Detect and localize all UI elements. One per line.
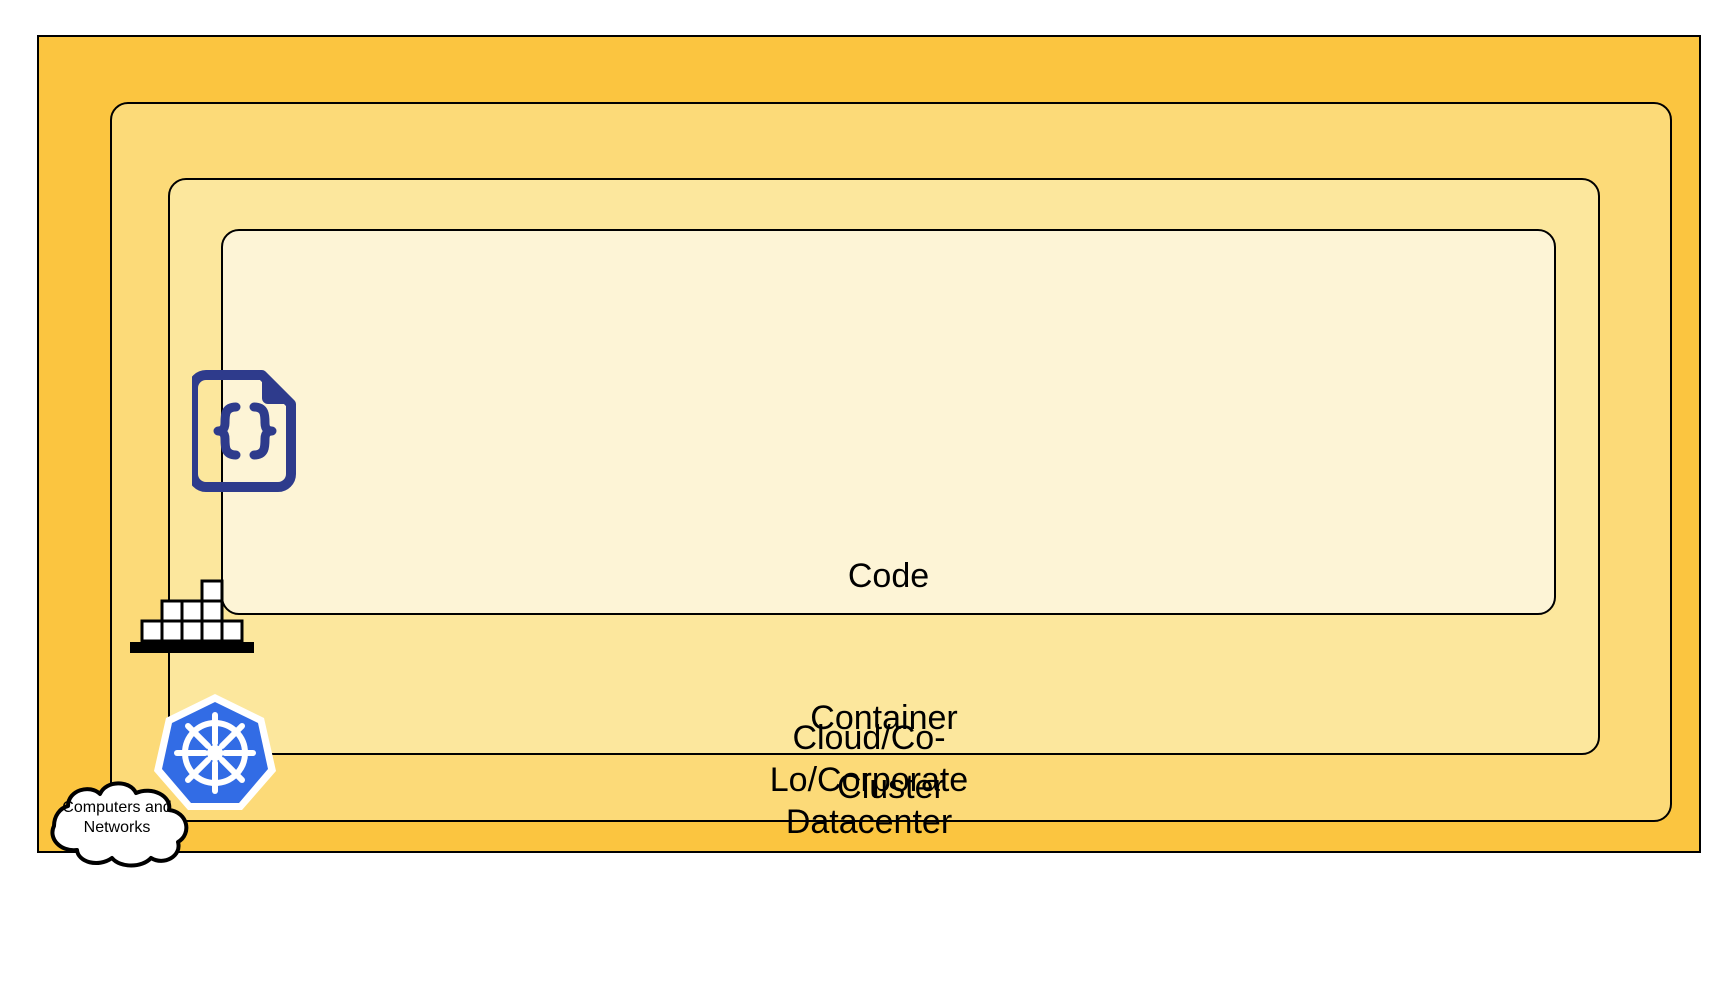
cloud-callout-label: Computers and Networks xyxy=(44,798,190,838)
layer-label-container: Container xyxy=(810,699,958,737)
kubernetes-icon xyxy=(154,691,276,813)
layer-cluster[interactable]: Code Container xyxy=(110,102,1672,822)
cloud-callout-line-1: Computers and xyxy=(62,799,172,816)
layer-label-cluster: Cluster xyxy=(837,768,945,806)
layer-datacenter[interactable]: Code Container xyxy=(37,35,1701,853)
computers-and-networks-cloud[interactable]: Computers and Networks xyxy=(32,776,202,868)
layer-label-datacenter: Cloud/Co-Lo/Corporate Datacenter xyxy=(769,719,969,841)
container-blocks-icon xyxy=(128,577,256,659)
json-code-file-icon xyxy=(188,370,296,492)
layer-container[interactable]: Code Container xyxy=(168,178,1600,755)
layer-code[interactable]: Code xyxy=(221,229,1556,615)
cloud-callout-line-2: Networks xyxy=(83,819,151,836)
layer-label-code: Code xyxy=(847,557,930,595)
